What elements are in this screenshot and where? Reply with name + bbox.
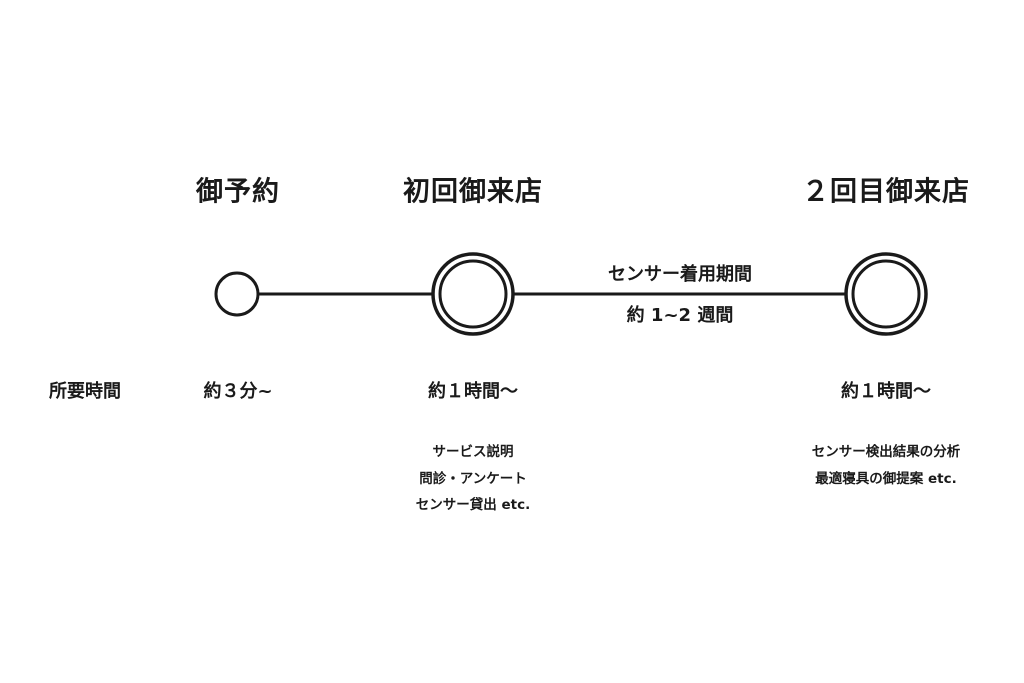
row-label-duration: 所要時間 xyxy=(49,381,121,402)
detail-item: サービス説明 xyxy=(432,444,514,460)
duration-first-visit: 約１時間～ xyxy=(428,381,518,402)
duration-second-visit: 約１時間～ xyxy=(841,381,931,402)
step-title-second-visit: ２回目御来店 xyxy=(802,176,970,208)
step-title-reservation: 御予約 xyxy=(196,176,280,208)
detail-item: センサー貸出 etc. xyxy=(415,497,531,513)
detail-item: 問診・アンケート xyxy=(419,471,527,487)
detail-item: センサー検出結果の分析 xyxy=(811,444,961,460)
step-marker-second-visit xyxy=(844,252,928,336)
step-marker-reservation xyxy=(214,271,260,317)
step-title-first-visit: 初回御来店 xyxy=(403,176,543,208)
period-value: 約 1~2 週間 xyxy=(626,305,734,326)
duration-reservation: 約３分~ xyxy=(203,381,273,402)
period-label: センサー着用期間 xyxy=(608,264,752,285)
step-marker-first-visit xyxy=(431,252,515,336)
detail-item: 最適寝具の御提案 etc. xyxy=(815,471,957,487)
